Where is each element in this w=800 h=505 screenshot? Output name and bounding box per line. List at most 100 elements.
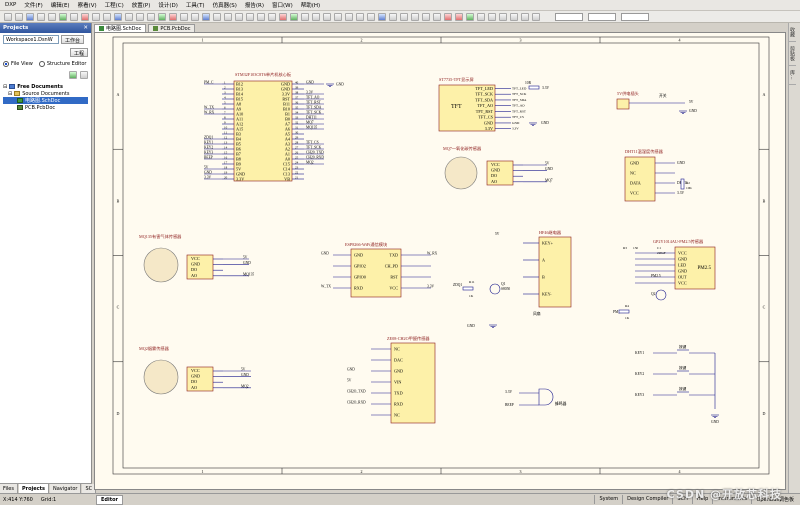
tab-libraries[interactable]: 库... — [789, 66, 796, 85]
toolbar-button-icon[interactable] — [532, 12, 540, 21]
tab-clipboard[interactable]: 剪贴板 — [789, 42, 796, 66]
menu-item-7[interactable]: 工具(T) — [185, 3, 205, 9]
toolbar-button-icon[interactable] — [158, 12, 166, 21]
collapse-icon[interactable]: ⊟ — [8, 90, 13, 97]
menu-item-2[interactable]: 编辑(E) — [50, 3, 70, 9]
toolbar-button-icon[interactable] — [356, 12, 364, 21]
toolbar-button-icon[interactable] — [235, 12, 243, 21]
toolbar-button-icon[interactable] — [444, 12, 452, 21]
workspace-button[interactable]: 工作台 — [61, 35, 85, 44]
panel-tab-files[interactable]: Files — [0, 484, 18, 493]
toolbar-button-icon[interactable] — [378, 12, 386, 21]
toolbar-button-icon[interactable] — [488, 12, 496, 21]
options-icon[interactable] — [80, 71, 88, 79]
toolbar-button-icon[interactable] — [510, 12, 518, 21]
tree-item-free-documents[interactable]: ⊟ Free Documents — [3, 83, 88, 90]
toolbar-combo[interactable] — [621, 12, 649, 21]
net-label: 5V — [347, 379, 352, 383]
toolbar-button-icon[interactable] — [521, 12, 529, 21]
editor-tab[interactable]: Editor — [96, 494, 123, 505]
toolbar-button-icon[interactable] — [103, 12, 111, 21]
toolbar-button-icon[interactable] — [37, 12, 45, 21]
status-panel-5[interactable]: OpenBus调色板 — [751, 495, 798, 504]
toolbar-button-icon[interactable] — [400, 12, 408, 21]
tree-item-source-documents[interactable]: ⊟ Source Documents — [3, 90, 88, 97]
collapse-icon[interactable]: ⊟ — [3, 83, 8, 90]
toolbar-button-icon[interactable] — [59, 12, 67, 21]
toolbar-button-icon[interactable] — [301, 12, 309, 21]
toolbar-button-icon[interactable] — [290, 12, 298, 21]
menu-item-4[interactable]: 工程(C) — [104, 3, 124, 9]
toolbar-button-icon[interactable] — [455, 12, 463, 21]
toolbar-button-icon[interactable] — [433, 12, 441, 21]
menu-item-8[interactable]: 仿真器(S) — [212, 3, 237, 9]
toolbar-button-icon[interactable] — [125, 12, 133, 21]
menu-item-9[interactable]: 报告(R) — [244, 3, 264, 9]
structure-editor-radio[interactable] — [38, 61, 45, 67]
status-panel-0[interactable]: System — [594, 495, 622, 504]
tab-schdoc[interactable]: 电路图.SchDoc — [94, 24, 147, 32]
status-panel-2[interactable]: SCH — [672, 495, 691, 504]
toolbar-button-icon[interactable] — [246, 12, 254, 21]
mcu-pin-name: B13 — [236, 86, 243, 91]
toolbar-button-icon[interactable] — [477, 12, 485, 21]
toolbar-button-icon[interactable] — [345, 12, 353, 21]
toolbar-button-icon[interactable] — [499, 12, 507, 21]
toolbar-button-icon[interactable] — [279, 12, 287, 21]
toolbar-button-icon[interactable] — [213, 12, 221, 21]
toolbar-button-icon[interactable] — [26, 12, 34, 21]
toolbar-button-icon[interactable] — [367, 12, 375, 21]
toolbar-button-icon[interactable] — [312, 12, 320, 21]
toolbar-button-icon[interactable] — [224, 12, 232, 21]
menu-item-0[interactable]: DXP — [5, 2, 17, 8]
tab-favorites[interactable]: 收藏 — [789, 23, 796, 42]
panel-tab-projects[interactable]: Projects — [18, 484, 49, 493]
toolbar-button-icon[interactable] — [268, 12, 276, 21]
toolbar-combo[interactable] — [555, 12, 583, 21]
toolbar-button-icon[interactable] — [389, 12, 397, 21]
toolbar-button-icon[interactable] — [4, 12, 12, 21]
toolbar-button-icon[interactable] — [136, 12, 144, 21]
status-panel-1[interactable]: Design Compiler — [622, 495, 672, 504]
toolbar-button-icon[interactable] — [411, 12, 419, 21]
net-label: 5V — [495, 232, 500, 236]
menu-item-11[interactable]: 帮助(H) — [300, 3, 321, 9]
toolbar-button-icon[interactable] — [323, 12, 331, 21]
toolbar-button-icon[interactable] — [15, 12, 23, 21]
toolbar-button-icon[interactable] — [191, 12, 199, 21]
status-panel-4[interactable]: Instruments — [712, 495, 751, 504]
toolbar-button-icon[interactable] — [257, 12, 265, 21]
toolbar-button-icon[interactable] — [147, 12, 155, 21]
toolbar-button-icon[interactable] — [48, 12, 56, 21]
toolbar-combo[interactable] — [588, 12, 616, 21]
compile-icon[interactable] — [69, 71, 77, 79]
toolbar-button-icon[interactable] — [422, 12, 430, 21]
file-view-radio[interactable] — [3, 61, 9, 67]
toolbar-button-icon[interactable] — [334, 12, 342, 21]
project-button[interactable]: 工程 — [69, 48, 88, 57]
toolbar-button-icon[interactable] — [114, 12, 122, 21]
toolbar-button-icon[interactable] — [92, 12, 100, 21]
menu-item-5[interactable]: 放置(P) — [131, 3, 151, 9]
menu-item-3[interactable]: 察看(V) — [77, 3, 97, 9]
tab-pcbdoc[interactable]: PCB.PcbDoc — [148, 24, 196, 32]
close-icon[interactable]: ✕ — [83, 25, 88, 31]
toolbar-button-icon[interactable] — [70, 12, 78, 21]
menu-item-10[interactable]: 窗口(W) — [272, 3, 293, 9]
status-panel-3[interactable]: Help — [691, 495, 712, 504]
toolbar-button-icon[interactable] — [202, 12, 210, 21]
menu-item-6[interactable]: 设计(D) — [158, 3, 178, 9]
toolbar-button-icon[interactable] — [169, 12, 177, 21]
toolbar-button-icon[interactable] — [466, 12, 474, 21]
toolbar-button-icon[interactable] — [180, 12, 188, 21]
tree-item-schdoc[interactable]: 电路图.SchDoc — [3, 97, 88, 104]
key-label: 按键 — [679, 386, 687, 391]
tree-item-pcbdoc[interactable]: PCB.PcbDoc — [3, 104, 88, 111]
workspace-dropdown[interactable]: Workspace1.DsnW — [3, 35, 59, 44]
panel-tab-navigator[interactable]: Navigator — [50, 484, 82, 493]
menu-item-1[interactable]: 文件(F) — [24, 3, 43, 9]
toolbar-button-icon[interactable] — [81, 12, 89, 21]
mcu-pin-num: 32 — [295, 121, 299, 125]
net-label: GND — [512, 121, 520, 125]
